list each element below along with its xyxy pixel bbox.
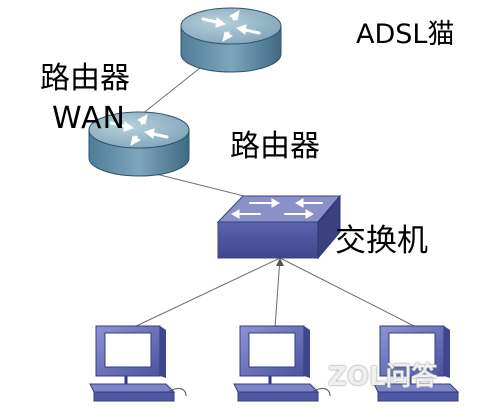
switch-label: 交换机 bbox=[335, 223, 428, 259]
computer-icon bbox=[89, 325, 187, 402]
link-switch-pc3 bbox=[279, 257, 419, 329]
switch-icon bbox=[216, 194, 342, 260]
link-switch-pc1 bbox=[131, 257, 281, 329]
computer-icon bbox=[233, 325, 331, 402]
arrowhead bbox=[276, 258, 284, 266]
router-label-right: 路由器 bbox=[230, 129, 320, 164]
adsl-modem-label: ADSL猫 bbox=[356, 19, 455, 50]
router-icon bbox=[88, 111, 190, 177]
router-label-left: 路由器 bbox=[40, 61, 130, 96]
computer-icon bbox=[373, 325, 460, 402]
router-icon bbox=[180, 7, 282, 73]
wan-label: WAN bbox=[52, 101, 126, 136]
link-switch-pc2 bbox=[274, 257, 281, 329]
watermark: ZOL问答 bbox=[328, 362, 438, 392]
